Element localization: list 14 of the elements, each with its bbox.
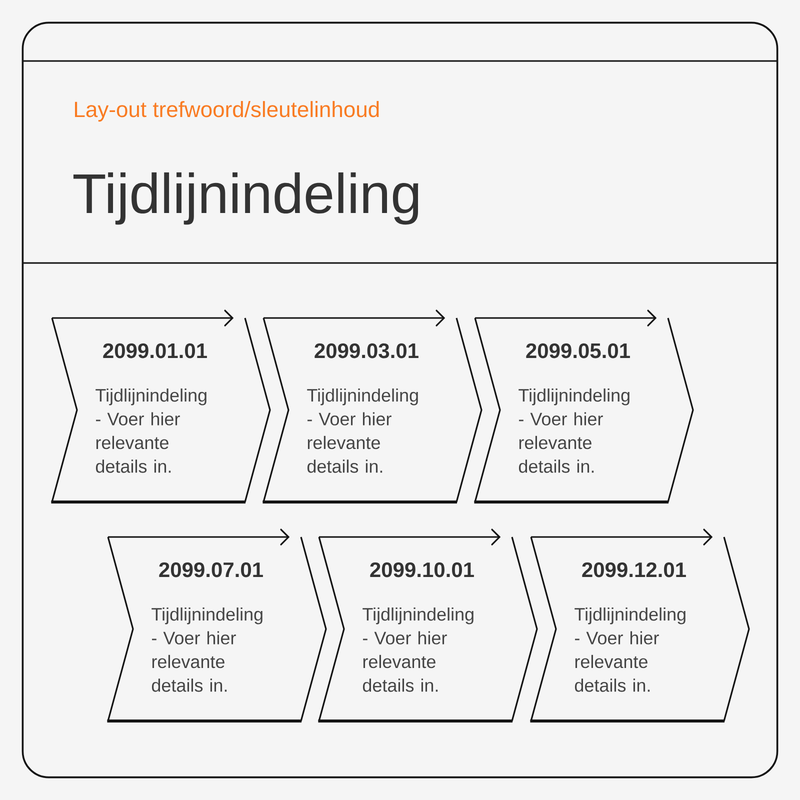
date-label: 2099.12.01 (582, 562, 686, 578)
description-text: Tijdlijnindeling - Voer hier relevante details in. (574, 608, 686, 692)
subtitle: Lay-out trefwoord/sleutelinhoud (75, 101, 379, 122)
date-label: 2099.03.01 (314, 343, 418, 358)
description-text: Tijdlijnindeling - Voer hier relevante details in. (362, 608, 474, 692)
date-label: 2099.10.01 (370, 562, 474, 578)
date-label: 2099.01.01 (103, 343, 207, 358)
description-text: Tijdlijnindeling - Voer hier relevante details in. (152, 608, 262, 692)
date-label: 2099.07.01 (159, 562, 263, 578)
description-text: Tijdlijnindeling - Voer hier relevante details in. (518, 388, 630, 473)
description-text: Tijdlijnindeling - Voer hier relevante details in. (96, 388, 206, 473)
title: Tijdlijnindeling (73, 172, 418, 225)
date-label: 2099.05.01 (526, 343, 630, 358)
description-text: Tijdlijnindeling - Voer hier relevante details in. (307, 388, 418, 473)
